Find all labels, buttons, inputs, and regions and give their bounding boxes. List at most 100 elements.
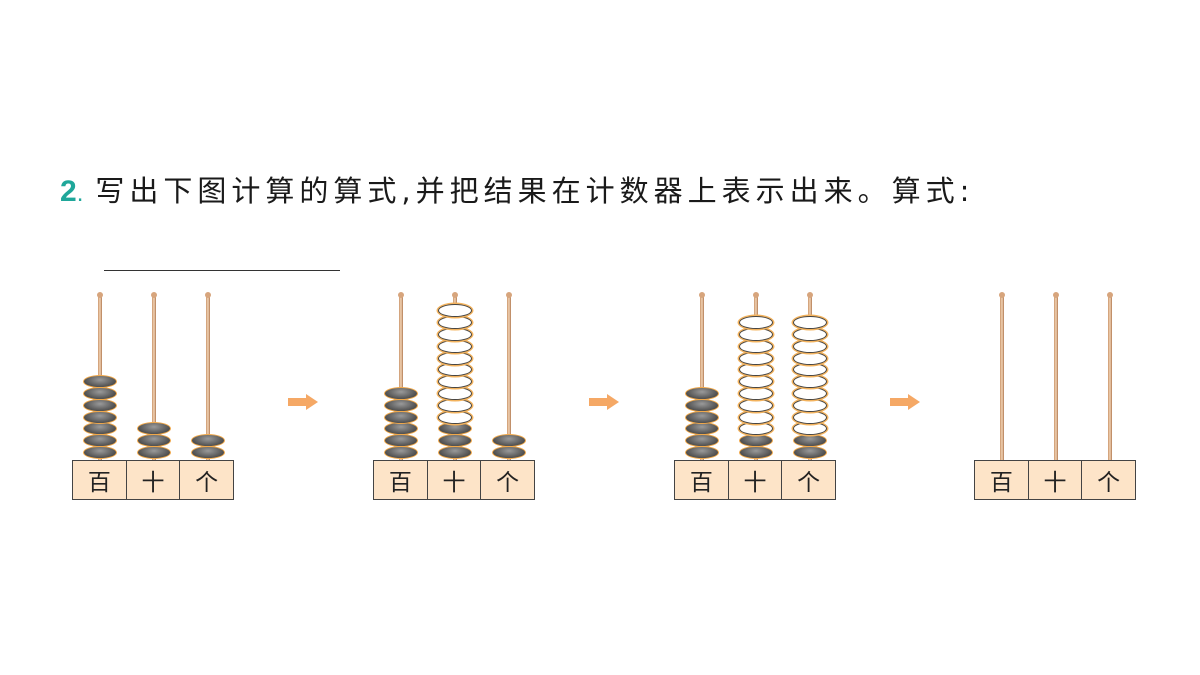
white-bead[interactable] <box>438 387 472 400</box>
gray-bead[interactable] <box>137 422 171 436</box>
white-bead[interactable] <box>739 351 773 365</box>
gray-bead[interactable] <box>384 434 418 448</box>
white-bead[interactable] <box>739 316 773 330</box>
white-bead[interactable] <box>739 422 773 436</box>
gray-bead[interactable] <box>438 446 472 459</box>
rod-tip <box>807 292 813 298</box>
rod-tens <box>736 290 776 462</box>
place-label-ones: 个 <box>1081 461 1135 499</box>
white-bead[interactable] <box>739 387 773 400</box>
white-bead[interactable] <box>793 422 827 436</box>
gray-bead[interactable] <box>83 434 117 448</box>
abacus-frame: 百十个 <box>974 460 1136 500</box>
rod-tip <box>151 292 157 298</box>
gray-bead[interactable] <box>739 434 773 448</box>
white-bead[interactable] <box>739 410 773 424</box>
white-bead[interactable] <box>438 398 472 412</box>
rod-stick <box>152 296 156 462</box>
right-arrow-icon <box>890 394 920 410</box>
gray-bead[interactable] <box>492 434 526 448</box>
right-arrow-icon <box>288 394 318 410</box>
gray-bead[interactable] <box>384 387 418 400</box>
gray-bead[interactable] <box>83 422 117 436</box>
gray-bead[interactable] <box>83 387 117 400</box>
white-bead[interactable] <box>438 410 472 424</box>
gray-bead[interactable] <box>685 410 719 424</box>
gray-bead[interactable] <box>83 398 117 412</box>
gray-bead[interactable] <box>793 446 827 459</box>
white-bead[interactable] <box>793 351 827 365</box>
white-bead[interactable] <box>793 387 827 400</box>
white-bead[interactable] <box>438 316 472 330</box>
gray-bead[interactable] <box>739 446 773 459</box>
white-bead[interactable] <box>438 375 472 389</box>
gray-bead[interactable] <box>83 446 117 459</box>
gray-bead[interactable] <box>137 446 171 459</box>
white-bead[interactable] <box>739 328 773 341</box>
place-label-hundreds: 百 <box>689 470 713 496</box>
place-label-ones: 个 <box>781 461 835 499</box>
gray-bead[interactable] <box>191 434 225 448</box>
white-bead[interactable] <box>438 328 472 341</box>
white-bead[interactable] <box>739 398 773 412</box>
gray-bead[interactable] <box>793 434 827 448</box>
gray-bead[interactable] <box>384 410 418 424</box>
rod-tip <box>1053 292 1059 298</box>
rod-ones <box>790 290 830 462</box>
gray-bead[interactable] <box>83 375 117 389</box>
gray-bead[interactable] <box>384 446 418 459</box>
rod-tip <box>97 292 103 298</box>
rod-stick <box>1054 296 1058 462</box>
place-label-hundreds: 百 <box>989 470 1013 496</box>
rod-hundreds <box>982 290 1022 462</box>
place-label-ones: 个 <box>480 461 534 499</box>
white-bead[interactable] <box>793 363 827 377</box>
white-bead[interactable] <box>793 398 827 412</box>
gray-bead[interactable] <box>685 422 719 436</box>
place-label-hundreds: 百 <box>388 470 412 496</box>
white-bead[interactable] <box>793 410 827 424</box>
gray-bead[interactable] <box>492 446 526 459</box>
white-bead[interactable] <box>793 328 827 341</box>
gray-bead[interactable] <box>191 446 225 459</box>
white-bead[interactable] <box>739 339 773 353</box>
rod-stick <box>206 296 210 462</box>
gray-bead[interactable] <box>685 387 719 400</box>
gray-bead[interactable] <box>384 398 418 412</box>
rod-stick <box>399 296 403 462</box>
white-bead[interactable] <box>793 375 827 389</box>
rod-stick <box>700 296 704 462</box>
rod-hundreds <box>80 290 120 462</box>
white-bead[interactable] <box>438 351 472 365</box>
white-bead[interactable] <box>438 339 472 353</box>
rod-tens <box>134 290 174 462</box>
gray-bead[interactable] <box>83 410 117 424</box>
rod-tip <box>1107 292 1113 298</box>
rod-tip <box>398 292 404 298</box>
white-bead[interactable] <box>793 316 827 330</box>
gray-bead[interactable] <box>685 446 719 459</box>
place-label-hundreds: 百 <box>87 470 111 496</box>
rod-stick <box>507 296 511 462</box>
gray-bead[interactable] <box>685 434 719 448</box>
rod-tip <box>999 292 1005 298</box>
white-bead[interactable] <box>739 363 773 377</box>
white-bead[interactable] <box>739 375 773 389</box>
rod-ones <box>1090 290 1130 462</box>
answer-blank-line[interactable] <box>104 270 340 271</box>
gray-bead[interactable] <box>384 422 418 436</box>
gray-bead[interactable] <box>438 434 472 448</box>
rod-hundreds <box>381 290 421 462</box>
white-bead[interactable] <box>438 304 472 318</box>
rod-tip <box>205 292 211 298</box>
white-bead[interactable] <box>793 339 827 353</box>
place-label-tens: 十 <box>426 461 481 499</box>
rod-hundreds <box>682 290 722 462</box>
gray-bead[interactable] <box>685 398 719 412</box>
abacus-4: 百十个 <box>974 290 1140 505</box>
gray-bead[interactable] <box>137 434 171 448</box>
rod-tip <box>452 292 458 298</box>
white-bead[interactable] <box>438 363 472 377</box>
rod-tip <box>506 292 512 298</box>
gray-bead[interactable] <box>438 422 472 436</box>
